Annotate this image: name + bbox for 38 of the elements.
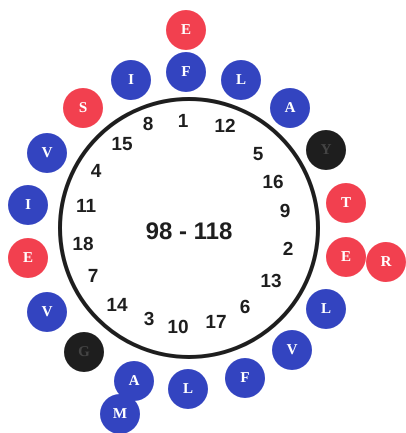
position-number: 7	[88, 266, 98, 288]
position-number: 16	[262, 172, 284, 194]
position-number: 9	[280, 201, 290, 223]
position-number: 4	[90, 161, 102, 183]
position-number: 5	[252, 144, 264, 166]
residue-circle: A	[270, 88, 310, 128]
position-number: 8	[142, 114, 154, 136]
position-number: 2	[282, 239, 294, 261]
residue-circle: V	[27, 133, 67, 173]
residue-circle: I	[8, 185, 48, 225]
residue-circle: L	[306, 289, 346, 329]
residue-circle: F	[225, 358, 265, 398]
residue-circle: E	[166, 10, 206, 50]
residue-circle: S	[63, 88, 103, 128]
position-number: 14	[106, 295, 128, 317]
position-number: 18	[72, 234, 94, 256]
residue-circle: V	[272, 330, 312, 370]
residue-circle: L	[221, 60, 261, 100]
residue-range: 98 - 118	[146, 218, 232, 246]
position-number: 13	[260, 271, 282, 293]
position-number: 11	[76, 196, 96, 218]
position-number: 1	[178, 111, 188, 133]
position-number: 3	[144, 309, 154, 331]
residue-circle: V	[27, 292, 67, 332]
residue-circle: I	[111, 60, 151, 100]
position-number: 10	[167, 317, 189, 339]
residue-circle: E	[326, 237, 366, 277]
position-number: 17	[205, 312, 227, 334]
residue-circle: E	[8, 238, 48, 278]
position-number: 15	[111, 134, 133, 156]
residue-circle: A	[114, 361, 154, 401]
position-number: 12	[214, 116, 236, 138]
residue-circle: T	[326, 183, 366, 223]
residue-circle: L	[168, 369, 208, 409]
residue-circle: M	[100, 394, 140, 433]
position-number: 6	[240, 297, 250, 319]
residue-circle: R	[366, 242, 406, 282]
residue-circle: F	[166, 52, 206, 92]
